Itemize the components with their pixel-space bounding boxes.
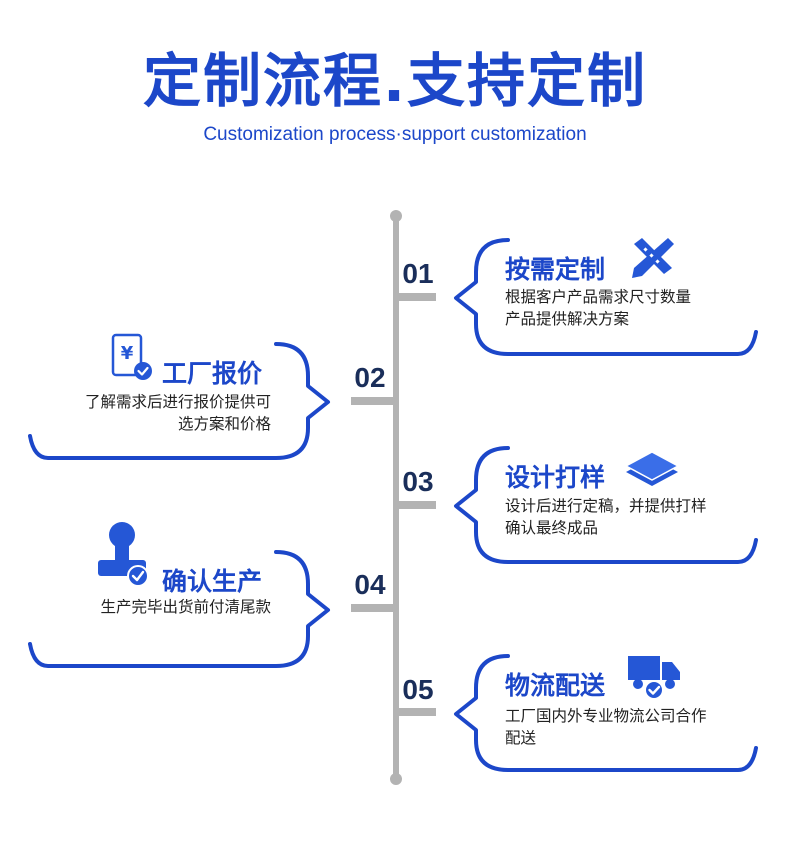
card-outline-02	[28, 342, 330, 460]
step-desc-03: 设计后进行定稿，并提供打样 确认最终成品	[505, 495, 707, 539]
step-desc-03-line-2: 确认最终成品	[505, 519, 599, 537]
step-desc-02-line-2: 选方案和价格	[177, 415, 271, 433]
step-desc-02-line-1: 了解需求后进行报价提供可	[84, 393, 271, 411]
step-desc-05-line-1: 工厂国内外专业物流公司合作	[505, 707, 707, 725]
timeline-tick-05	[398, 708, 436, 716]
pencil-ruler-icon	[632, 238, 674, 278]
step-title-02: 工厂报价	[162, 359, 263, 388]
stamp-icon	[98, 522, 149, 587]
card-outline-03	[454, 446, 758, 564]
card-outline-01	[454, 238, 758, 356]
step-desc-01-line-1: 根据客户产品需求尺寸数量	[505, 288, 692, 306]
step-number-05: 05	[402, 674, 434, 705]
timeline-tick-01	[398, 293, 436, 301]
step-desc-04-line-1: 生产完毕出货前付清尾款	[100, 598, 271, 616]
timeline-tick-02	[351, 397, 395, 405]
step-number-02: 02	[354, 362, 386, 393]
step-title-04: 确认生产	[162, 567, 263, 596]
step-number-04: 04	[354, 569, 386, 600]
timeline-tick-04	[351, 604, 395, 612]
timeline-tick-03	[398, 501, 436, 509]
step-title-01: 按需定制	[505, 255, 606, 284]
step-title-03: 设计打样	[505, 463, 606, 492]
svg-text:¥: ¥	[121, 343, 134, 364]
page-title: 定制流程.支持定制	[142, 47, 648, 115]
step-desc-01: 根据客户产品需求尺寸数量 产品提供解决方案	[505, 286, 691, 330]
timeline-start-dot	[390, 210, 402, 222]
price-document-icon: ¥	[111, 333, 152, 380]
step-title-05: 物流配送	[505, 671, 606, 700]
step-desc-05: 工厂国内外专业物流公司合作 配送	[505, 705, 707, 749]
timeline-end-dot	[390, 773, 402, 785]
step-number-03: 03	[402, 466, 434, 497]
step-desc-05-line-2: 配送	[505, 729, 537, 747]
card-outline-04	[28, 550, 330, 668]
card-outline-05	[454, 654, 758, 772]
step-desc-02: 了解需求后进行报价提供可 选方案和价格	[0, 391, 271, 435]
page-subtitle: Customization process·support customizat…	[203, 124, 587, 145]
delivery-truck-icon	[628, 656, 680, 700]
step-desc-01-line-2: 产品提供解决方案	[505, 310, 630, 328]
step-desc-03-line-1: 设计后进行定稿，并提供打样	[505, 497, 707, 515]
timeline-line	[393, 216, 399, 779]
step-desc-04: 生产完毕出货前付清尾款	[0, 596, 271, 618]
step-number-01: 01	[402, 258, 434, 289]
layers-icon	[624, 451, 680, 486]
